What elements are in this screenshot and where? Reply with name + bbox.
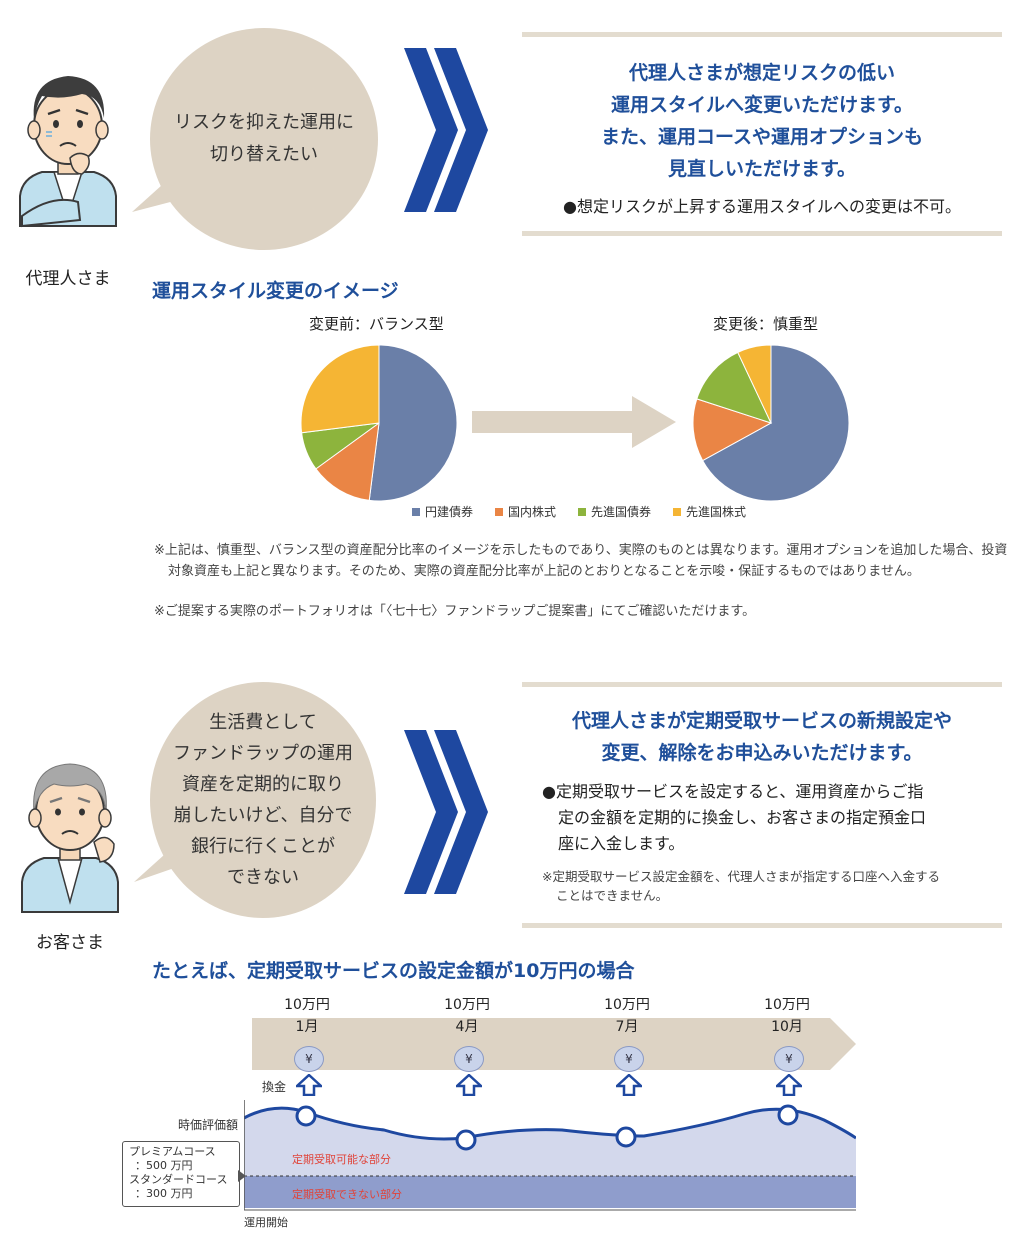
speech-bubble: リスクを抑えた運用に 切り替えたい <box>150 28 378 250</box>
panel-bullet-line: ●定期受取サービスを設定すると、運用資産からご指 <box>542 782 924 801</box>
pie-slice-0 <box>701 344 850 502</box>
panel-heading-line: 代理人さまが定期受取サービスの新規設定や <box>571 710 952 732</box>
speech-bubble-tail <box>134 846 180 882</box>
course-box-pointer <box>238 1170 246 1182</box>
panel-heading-line: また、運用コースや運用オプションも <box>600 126 924 148</box>
customer-avatar <box>14 752 126 914</box>
pie-chart-after <box>692 344 850 502</box>
info-panel: 代理人さまが定期受取サービスの新規設定や 変更、解除をお申込みいただけます。 ●… <box>522 682 1002 928</box>
bubble-line: 銀行に行くことが <box>191 836 335 857</box>
pie-slice-3 <box>300 344 380 434</box>
pie-slice-1 <box>692 398 773 462</box>
panel-note-line: ことはできません。 <box>556 888 669 903</box>
timeline-month: 10万円 1月 <box>272 994 342 1038</box>
yen-symbol: ¥ <box>305 1052 313 1066</box>
change-arrow <box>472 396 676 448</box>
bubble-line: 崩したいけど、自分で <box>173 805 353 826</box>
legend-item: 先進国債券 <box>578 503 651 520</box>
coin-icon: ¥ <box>454 1046 484 1072</box>
footnote: ※ご提案する実際のポートフォリオは「〈七十七〉ファンドラップご提案書」にてご確認… <box>154 604 756 619</box>
bubble-line: 切り替えたい <box>210 144 318 165</box>
before-chart-label: 変更前：バランス型 <box>309 315 444 333</box>
timeline-month: 10万円 10月 <box>752 994 822 1038</box>
yen-symbol: ¥ <box>465 1052 473 1066</box>
agent-avatar <box>12 66 124 228</box>
timeline-month: 10万円 7月 <box>592 994 662 1038</box>
legend-item: 円建債券 <box>412 503 473 520</box>
double-chevron-icon <box>404 730 488 894</box>
pie-slice-3 <box>737 344 772 424</box>
panel-heading-line: 代理人さまが想定リスクの低い <box>628 62 895 84</box>
timeline-month: 10万円 4月 <box>432 994 502 1038</box>
bubble-line: ファンドラップの運用 <box>173 743 353 764</box>
month-amount: 10万円 <box>284 997 330 1013</box>
panel-heading-line: 変更、解除をお申込みいただけます。 <box>601 742 923 764</box>
month-name: 1月 <box>295 1019 319 1035</box>
month-amount: 10万円 <box>764 997 810 1013</box>
up-arrow-icon <box>296 1074 322 1096</box>
course-box: プレミアムコース ：500 万円 スタンダードコース ：300 万円 <box>122 1141 240 1207</box>
bubble-line: できない <box>227 867 299 888</box>
panel-bullet-line: 定の金額を定期的に換金し、お客さまの指定預金口 <box>558 808 927 827</box>
bubble-line: リスクを抑えた運用に <box>174 112 354 133</box>
month-name: 7月 <box>615 1019 639 1035</box>
legend-label: 円建債券 <box>425 505 474 519</box>
legend-item: 先進国株式 <box>673 503 746 520</box>
worried-man-icon <box>19 76 117 228</box>
yen-symbol: ¥ <box>625 1052 633 1066</box>
agent-label: 代理人さま <box>25 269 111 289</box>
not-withdrawable-label: 定期受取できない部分 <box>292 1188 402 1201</box>
month-amount: 10万円 <box>604 997 650 1013</box>
panel-note-line: ※定期受取サービス設定金額を、代理人さまが指定する口座へ入金する <box>542 869 940 884</box>
pie-slice-0 <box>368 344 458 502</box>
standard-course-label: スタンダードコース <box>129 1173 228 1186</box>
timeline-band <box>252 1018 856 1070</box>
bubble-line: 生活費として <box>209 712 317 733</box>
premium-course-label: プレミアムコース <box>129 1145 216 1158</box>
customer-label: お客さま <box>36 933 104 953</box>
footnote: ※上記は、慎重型、バランス型の資産配分比率のイメージを示したものであり、実際のも… <box>154 543 1008 579</box>
coin-icon: ¥ <box>294 1046 324 1072</box>
kankin-label: 換金 <box>262 1080 287 1094</box>
premium-course-amount: ：500 万円 <box>135 1159 193 1172</box>
section-title: たとえば、定期受取サービスの設定金額が10万円の場合 <box>152 960 635 982</box>
legend-label: 国内株式 <box>508 505 557 519</box>
pie-slice-2 <box>696 351 772 424</box>
legend-label: 先進国株式 <box>686 505 747 519</box>
speech-bubble-tail <box>132 176 178 212</box>
panel-bullet: ●想定リスクが上昇する運用スタイルへの変更は不可。 <box>563 197 961 216</box>
worried-elderly-icon <box>21 763 119 913</box>
section-title: 運用スタイル変更のイメージ <box>152 280 399 302</box>
coin-icon: ¥ <box>774 1046 804 1072</box>
yen-symbol: ¥ <box>785 1052 793 1066</box>
bubble-line: 資産を定期的に取り <box>182 774 344 795</box>
info-panel: 代理人さまが想定リスクの低い 運用スタイルへ変更いただけます。 また、運用コース… <box>522 32 1002 236</box>
month-name: 10月 <box>771 1019 803 1035</box>
up-arrow-icon <box>456 1074 482 1096</box>
up-arrow-icon <box>776 1074 802 1096</box>
up-arrow-icon <box>616 1074 642 1096</box>
start-label: 運用開始 <box>244 1216 288 1229</box>
market-value-label: 時価評価額 <box>178 1118 239 1132</box>
double-chevron-icon <box>404 48 488 212</box>
panel-heading-line: 見直しいただけます。 <box>667 158 857 180</box>
month-amount: 10万円 <box>444 997 490 1013</box>
pie-slice-1 <box>315 421 380 501</box>
legend-label: 先進国債券 <box>591 505 652 519</box>
month-name: 4月 <box>455 1019 479 1035</box>
standard-course-amount: ：300 万円 <box>135 1187 193 1200</box>
panel-heading-line: 運用スタイルへ変更いただけます。 <box>610 94 914 116</box>
speech-bubble: 生活費として ファンドラップの運用 資産を定期的に取り 崩したいけど、自分で 銀… <box>150 682 376 918</box>
legend-item: 国内株式 <box>495 503 556 520</box>
pie-chart-before <box>300 344 458 502</box>
panel-bullet-line: 座に入金します。 <box>558 834 685 853</box>
balance-wave-chart <box>244 1100 856 1211</box>
chart-legend: 円建債券 国内株式 先進国債券 先進国株式 <box>412 503 768 520</box>
withdrawable-label: 定期受取可能な部分 <box>292 1153 391 1166</box>
after-chart-label: 変更後：慎重型 <box>713 315 819 333</box>
coin-icon: ¥ <box>614 1046 644 1072</box>
